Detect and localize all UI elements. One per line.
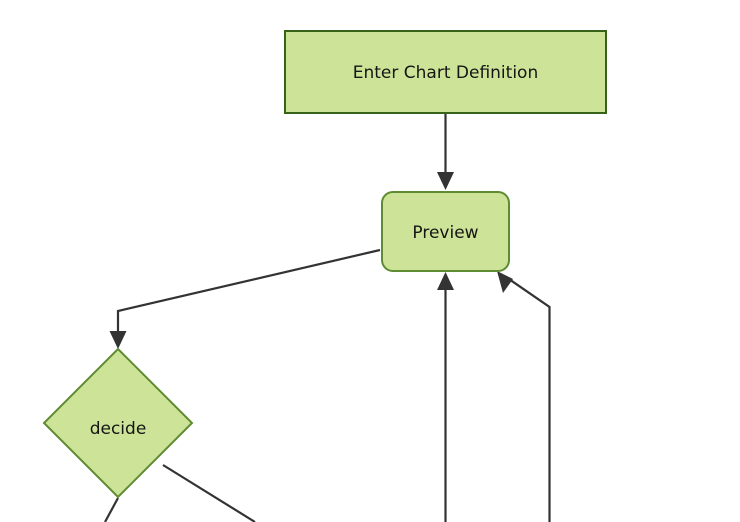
edge-preview-to-decide-arrowhead	[109, 331, 127, 349]
edge-decide-right-out	[162, 464, 256, 522]
node-preview-shape[interactable]	[381, 191, 510, 272]
edge-right-into-preview-arrowhead	[497, 271, 513, 293]
edge-enter-to-preview	[437, 114, 454, 190]
edge-right-into-preview	[497, 271, 551, 522]
node-enter-chart-definition-label: Enter Chart Definition	[353, 63, 538, 83]
edge-right-into-preview-line	[505, 276, 551, 522]
edge-center-into-preview-arrowhead	[437, 272, 454, 290]
node-decide[interactable]: decide	[42, 347, 194, 499]
edge-decide-bottom-out-line	[104, 497, 119, 522]
edge-center-into-preview	[437, 272, 454, 522]
edge-enter-to-preview-arrowhead	[437, 172, 454, 190]
node-preview[interactable]: Preview	[381, 191, 510, 272]
node-enter-chart-definition-shape[interactable]	[284, 30, 607, 114]
node-decide-label: decide	[90, 419, 147, 439]
node-preview-label: Preview	[412, 223, 478, 243]
node-enter-chart-definition[interactable]: Enter Chart Definition	[284, 30, 607, 114]
edge-preview-to-decide-line	[116, 248, 381, 338]
node-decide-shape[interactable]	[42, 347, 194, 499]
edge-preview-to-decide	[109, 248, 381, 349]
edge-decide-bottom-out	[104, 497, 119, 522]
edge-decide-right-out-line	[162, 464, 256, 522]
